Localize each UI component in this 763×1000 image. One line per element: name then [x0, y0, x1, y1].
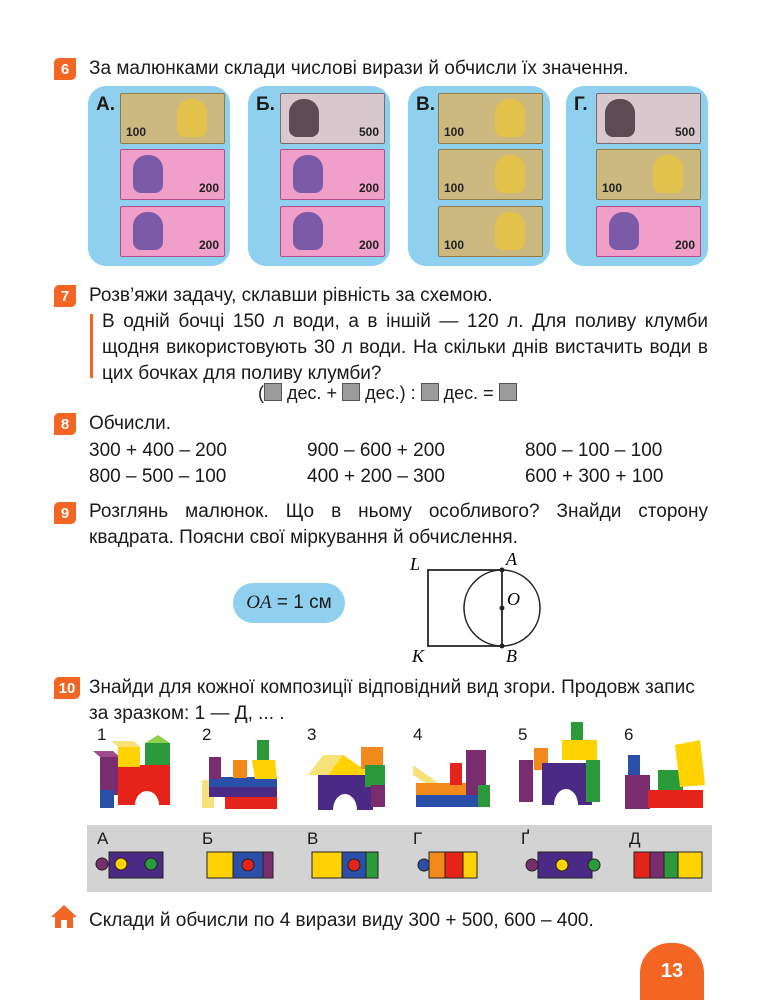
block-composition-5 [519, 722, 600, 805]
top-view-ge [525, 851, 601, 879]
top-view-label: Ґ [521, 829, 530, 848]
square-circle-diagram: L A O K B [409, 550, 541, 666]
banknote-200: 200 [280, 206, 385, 257]
top-view-g [417, 851, 478, 879]
block-composition-4 [413, 750, 490, 807]
blank-box[interactable] [264, 383, 282, 401]
point-label: K [411, 646, 425, 666]
banknote-100: 100 [596, 149, 701, 200]
home-task-text: Склади й обчисли по 4 вирази виду 300 + … [89, 910, 594, 931]
page-number: 13 [640, 943, 704, 1000]
money-card-a: А. 100 200 200 [88, 86, 230, 266]
expression: 800 – 100 – 100 [525, 440, 663, 461]
card-label: В. [416, 94, 435, 115]
task7-scheme: ( дес. + дес.) : дес. = [258, 380, 517, 406]
task9-instruction: Розглянь малюнок. Що в ньому особливого?… [89, 501, 708, 548]
task-number-badge: 7 [54, 285, 76, 307]
task7-instruction: Розв’яжи задачу, склавши рівність за схе… [89, 285, 493, 306]
banknote-200: 200 [120, 149, 225, 200]
task-number-badge: 9 [54, 502, 76, 524]
top-view-label: В [307, 829, 319, 848]
block-composition-3 [308, 747, 385, 810]
card-label: А. [96, 94, 115, 115]
banknote-200: 200 [596, 206, 701, 257]
task8-instruction: Обчисли. [89, 413, 172, 434]
top-view-label: Г [413, 829, 423, 848]
composition-number: 4 [413, 725, 423, 744]
task-number-badge: 10 [54, 677, 80, 699]
problem-bar [90, 314, 93, 378]
composition-number: 2 [202, 725, 212, 744]
banknote-100: 100 [120, 93, 225, 144]
expression: 900 – 600 + 200 [307, 440, 445, 461]
top-view-d [633, 851, 703, 879]
money-card-c: В. 100 100 100 [408, 86, 550, 266]
card-label: Б. [256, 94, 275, 115]
composition-number: 6 [624, 725, 634, 744]
task6-instruction: За малюнками склади числові вирази й обч… [89, 58, 629, 79]
banknote-100: 100 [438, 149, 543, 200]
task7-problem: В одній бочці 150 л води, а в іншій — 12… [102, 311, 708, 384]
expression: 300 + 400 – 200 [89, 440, 227, 461]
card-label: Г. [574, 94, 588, 115]
oa-value-badge: OA = 1 см [233, 583, 345, 623]
top-view-label: Б [202, 829, 214, 848]
expression: 600 + 300 + 100 [525, 466, 664, 487]
banknote-200: 200 [280, 149, 385, 200]
banknote-500: 500 [596, 93, 701, 144]
money-card-d: Г. 500 100 200 [566, 86, 708, 266]
task10-instruction: Знайди для кожної композиції відповідний… [89, 677, 695, 724]
expression: 400 + 200 – 300 [307, 466, 445, 487]
task-number-badge: 6 [54, 58, 76, 80]
block-composition-2 [202, 740, 277, 809]
top-view-c [311, 851, 379, 879]
composition-number: 1 [97, 725, 107, 744]
home-icon [51, 905, 77, 928]
block-composition-6 [625, 740, 705, 809]
top-views-strip [87, 825, 712, 892]
top-view-label: А [97, 829, 109, 848]
banknote-100: 100 [438, 93, 543, 144]
blank-box[interactable] [498, 383, 517, 401]
blank-box[interactable] [420, 383, 439, 401]
blank-box[interactable] [342, 383, 361, 401]
banknote-500: 500 [280, 93, 385, 144]
top-view-label: Д [629, 829, 641, 848]
top-view-b [206, 851, 274, 879]
block-composition-1 [93, 735, 170, 808]
expression: 800 – 500 – 100 [89, 466, 227, 487]
composition-number: 5 [518, 725, 528, 744]
composition-number: 3 [307, 725, 317, 744]
banknote-200: 200 [120, 206, 225, 257]
top-view-a [95, 851, 164, 879]
point-label: O [507, 589, 520, 609]
banknote-100: 100 [438, 206, 543, 257]
point-label: L [409, 554, 420, 574]
point-label: A [505, 550, 518, 569]
point-label: B [506, 646, 517, 666]
money-card-b: Б. 500 200 200 [248, 86, 390, 266]
task-number-badge: 8 [54, 413, 76, 435]
